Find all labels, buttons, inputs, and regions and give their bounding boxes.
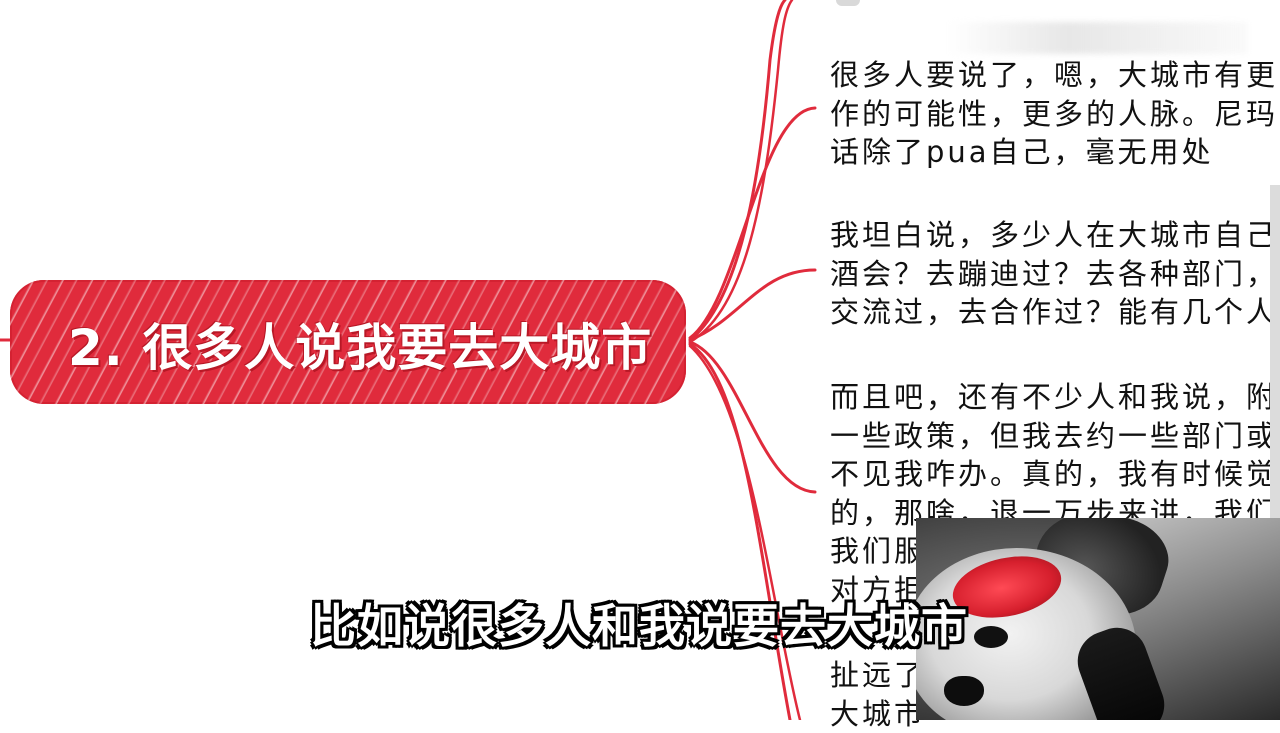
branch-line-1 [690,108,815,338]
text-line: 大城市 [830,695,926,733]
branch-line-5 [690,346,800,720]
webcam-overlay [916,518,1280,720]
text-line: 作的可能性，更多的人脉。尼玛 [830,95,1278,134]
dog-eye-shape [974,626,1008,648]
text-line: 而且吧，还有不少人和我说，附 [830,378,1278,417]
text-line: 很多人要说了，嗯，大城市有更 [830,56,1278,95]
text-line: 我坦白说，多少人在大城市自己 [830,216,1278,255]
branch-text-4[interactable]: 扯远了 大城市 [830,656,926,733]
branch-text-2[interactable]: 我坦白说，多少人在大城市自己 酒会？去蹦迪过？去各种部门， 交流过，去合作过？能… [830,216,1278,332]
central-topic-label: 2. 很多人说我要去大城市 [68,308,652,380]
text-line: 一些政策，但我去约一些部门或 [830,417,1278,456]
dog-nose-shape [944,676,984,706]
central-topic-node[interactable]: 2. 很多人说我要去大城市 [10,280,686,404]
blurred-text-fragment [948,22,1248,54]
text-line: 扯远了 [830,656,926,695]
text-line: 酒会？去蹦迪过？去各种部门， [830,255,1278,294]
branch-line-2 [690,270,815,340]
video-subtitle: 比如说很多人和我说要去大城市 [310,590,968,656]
branch-line-top-2 [690,0,792,342]
cropped-text-fragment [836,0,860,6]
text-line: 交流过，去合作过？能有几个人 [830,293,1278,332]
branch-line-top [690,0,785,340]
text-line: 话除了pua自己，毫无用处 [830,133,1278,172]
branch-text-1[interactable]: 很多人要说了，嗯，大城市有更 作的可能性，更多的人脉。尼玛 话除了pua自己，毫… [830,56,1278,172]
text-line: 不见我咋办。真的，我有时候觉 [830,455,1278,494]
